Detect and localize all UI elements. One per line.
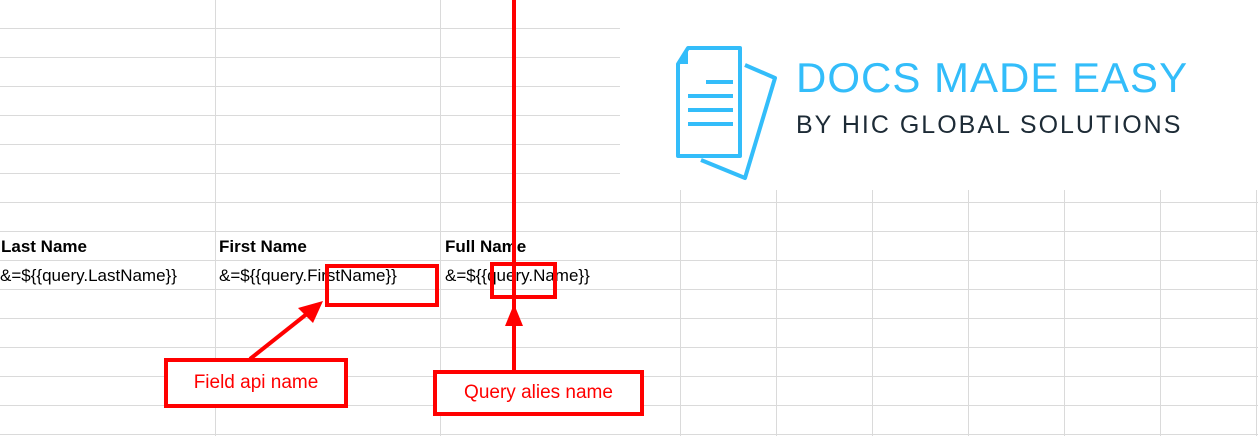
column-gridline <box>215 0 216 436</box>
header-last-name[interactable]: Last Name <box>1 237 87 256</box>
field-api-name-callout: Field api name <box>164 358 348 408</box>
column-gridline <box>1256 0 1257 436</box>
header-first-name[interactable]: First Name <box>219 237 307 256</box>
column-gridline <box>680 0 681 436</box>
row-gridline <box>0 318 1258 319</box>
column-gridline <box>1064 0 1065 436</box>
arrow-head-icon <box>505 304 523 326</box>
column-gridline <box>872 0 873 436</box>
column-gridline <box>968 0 969 436</box>
query-highlight-box <box>490 262 557 299</box>
logo-area <box>620 0 1258 190</box>
column-gridline <box>440 0 441 436</box>
header-full-name[interactable]: Full Name <box>445 237 527 256</box>
logo-title: DOCS MADE EASY <box>796 54 1189 101</box>
row-gridline <box>0 231 1258 232</box>
column-gridline <box>776 0 777 436</box>
row-gridline <box>0 289 1258 290</box>
row-gridline <box>0 434 1258 435</box>
formula-last-name[interactable]: &=${{query.LastName}} <box>0 266 177 285</box>
arrow-to-firstname <box>248 311 310 361</box>
row-gridline <box>0 260 1258 261</box>
formula-first-name[interactable]: &=${{query.FirstName}} <box>219 266 397 285</box>
column-gridline <box>1160 0 1161 436</box>
logo-subtitle: BY HIC GLOBAL SOLUTIONS <box>796 111 1183 139</box>
arrow-head-icon <box>298 301 323 323</box>
row-gridline <box>0 347 1258 348</box>
row-gridline <box>0 202 1258 203</box>
firstname-highlight-box <box>325 264 439 307</box>
query-alias-name-callout: Query alies name <box>433 370 644 416</box>
document-icon <box>676 46 777 180</box>
